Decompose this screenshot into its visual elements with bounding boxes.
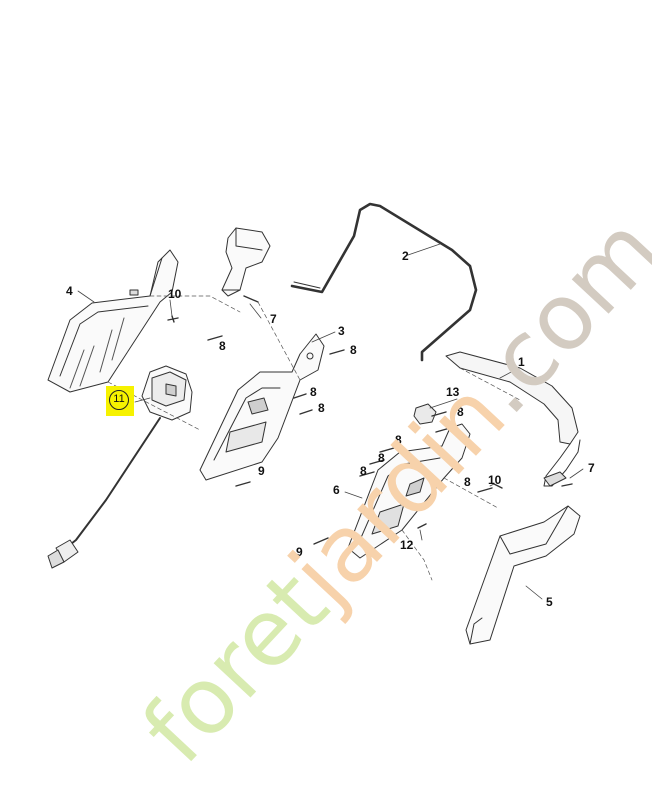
callout-8-d[interactable]: 8 — [318, 401, 325, 415]
callout-8-b[interactable]: 8 — [350, 343, 357, 357]
part-3-center-housing — [199, 333, 325, 481]
part-1-handle-bar — [445, 351, 581, 487]
callout-10-a[interactable]: 10 — [168, 287, 182, 301]
callout-8-e[interactable]: 8 — [457, 405, 464, 419]
callout-9-b[interactable]: 9 — [296, 545, 303, 559]
callout-8-c[interactable]: 8 — [310, 385, 317, 399]
callout-6[interactable]: 6 — [333, 483, 340, 497]
part-7-lower-clip — [543, 471, 567, 487]
callout-9-a[interactable]: 9 — [258, 464, 265, 478]
callout-3[interactable]: 3 — [338, 324, 345, 338]
callout-8-g[interactable]: 8 — [378, 451, 385, 465]
callout-1[interactable]: 1 — [518, 355, 525, 369]
part-2-wire-bail — [290, 202, 478, 362]
callout-8-i[interactable]: 8 — [464, 475, 471, 489]
callout-8-a[interactable]: 8 — [219, 339, 226, 353]
part-13-knob — [413, 403, 437, 425]
callout-8-h[interactable]: 8 — [360, 464, 367, 478]
part-6-right-bracket — [347, 423, 471, 559]
callout-8-f[interactable]: 8 — [395, 433, 402, 447]
callout-4[interactable]: 4 — [66, 284, 73, 298]
screws — [167, 295, 573, 545]
callout-5[interactable]: 5 — [546, 595, 553, 609]
part-4-left-upper-bracket — [47, 249, 179, 393]
callout-13[interactable]: 13 — [446, 385, 460, 399]
part-5-lower-handle — [465, 505, 581, 645]
callout-2[interactable]: 2 — [402, 249, 409, 263]
callout-7-lower[interactable]: 7 — [588, 461, 595, 475]
callout-10-b[interactable]: 10 — [488, 473, 502, 487]
part-11-callout-circle — [109, 390, 129, 410]
part-7-upper-pad — [221, 227, 271, 297]
callout-11[interactable]: 11 — [113, 393, 125, 405]
callout-7-upper[interactable]: 7 — [270, 312, 277, 326]
callout-12[interactable]: 12 — [400, 538, 414, 552]
